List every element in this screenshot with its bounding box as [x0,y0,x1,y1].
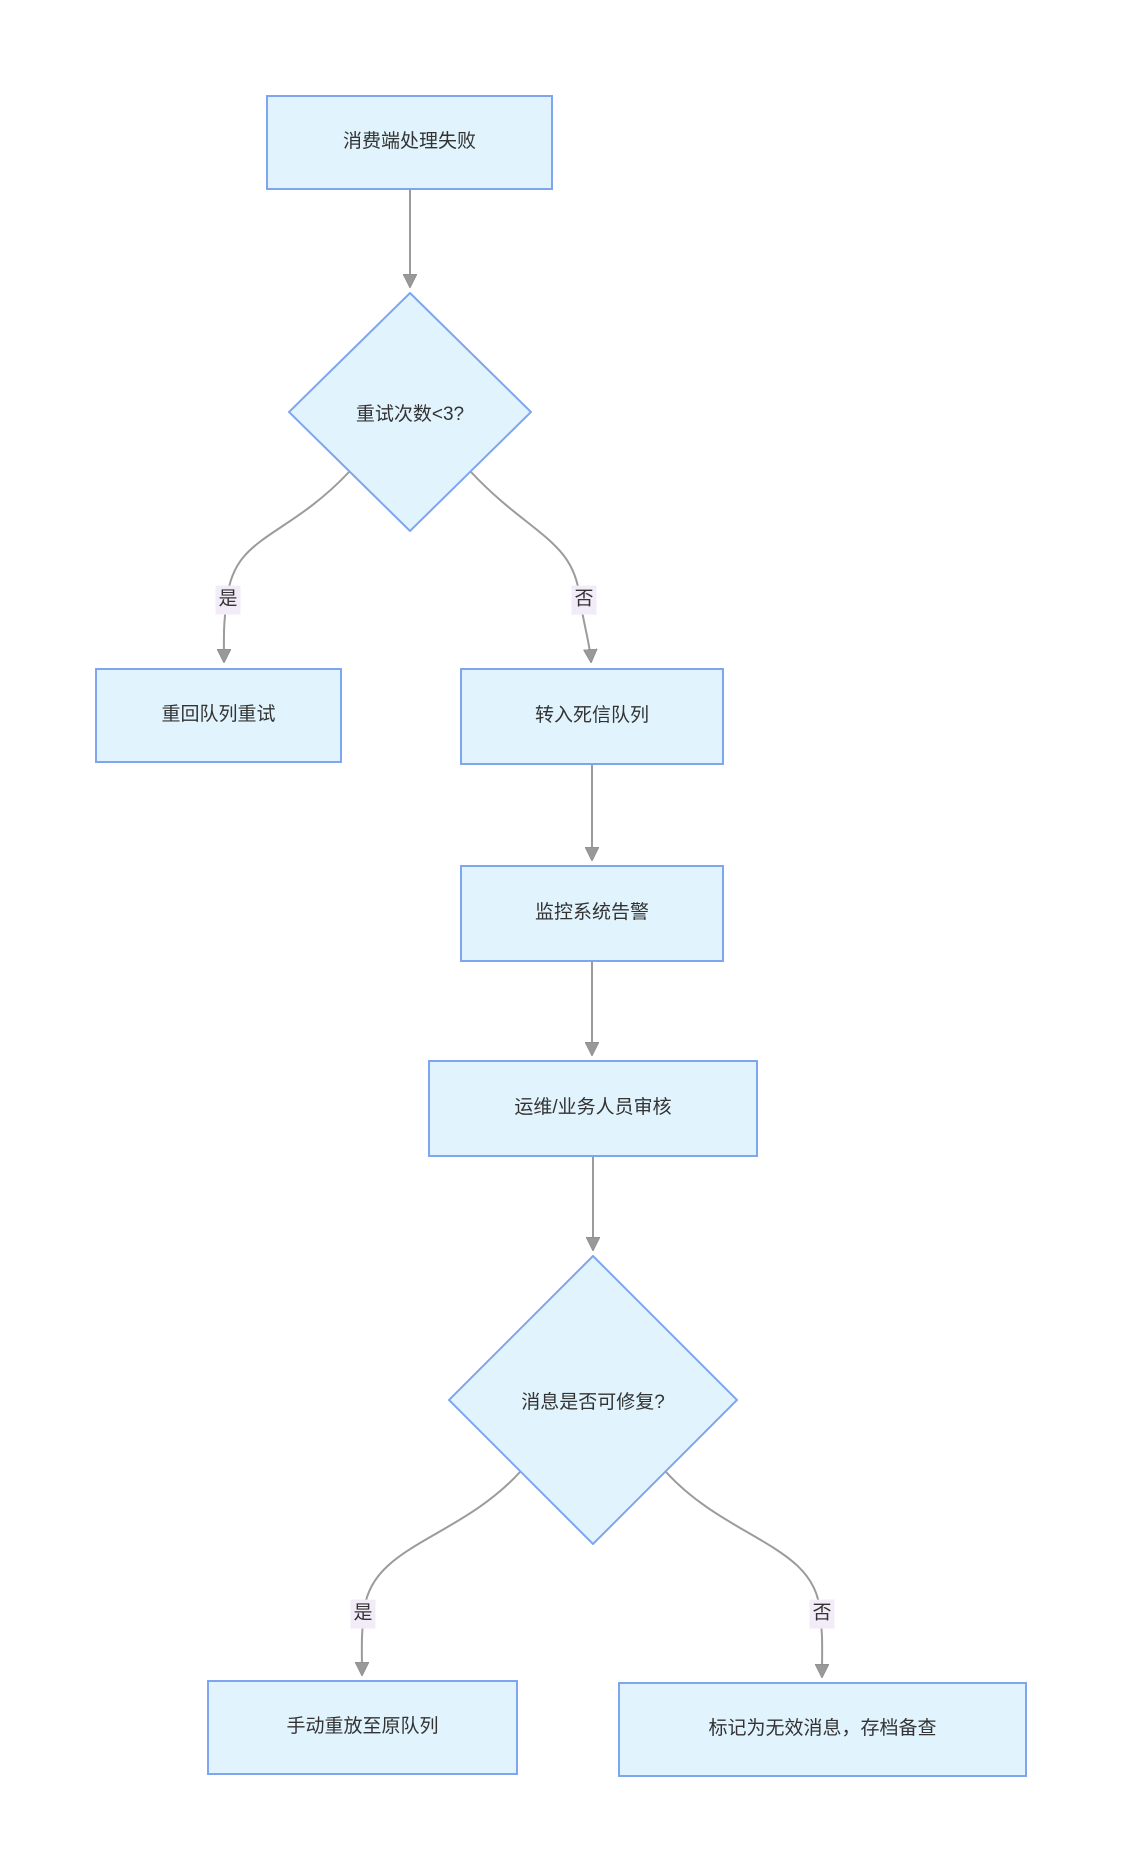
node-requeue-retry: 重回队列重试 [95,668,342,763]
node-monitor-alert: 监控系统告警 [460,865,724,962]
decision-message-repairable: 消息是否可修复? [448,1255,738,1545]
node-monitor-alert-label: 监控系统告警 [534,902,649,924]
diamond-shape [448,1255,738,1545]
node-manual-replay-label: 手动重放至原队列 [286,1716,439,1738]
node-dead-letter-queue-label: 转入死信队列 [534,705,649,727]
edge-label-yes-1: 是 [215,585,241,615]
edge-label-no-2: 否 [809,1599,835,1629]
decision-retry-count-label: 重试次数<3? [355,403,465,425]
node-consumer-failure-label: 消费端处理失败 [342,131,476,153]
node-requeue-retry-label: 重回队列重试 [161,704,276,726]
edge-g-h-yes [362,1471,521,1674]
node-consumer-failure: 消费端处理失败 [266,95,553,190]
node-ops-review: 运维/业务人员审核 [428,1060,758,1157]
decision-message-repairable-label: 消息是否可修复? [521,1391,665,1413]
node-mark-invalid-archive-label: 标记为无效消息，存档备查 [708,1718,937,1740]
edge-label-yes-2: 是 [350,1599,376,1629]
node-dead-letter-queue: 转入死信队列 [460,668,724,765]
node-ops-review-label: 运维/业务人员审核 [514,1097,672,1119]
node-mark-invalid-archive: 标记为无效消息，存档备查 [618,1682,1027,1777]
edge-g-i-no [665,1471,822,1676]
edge-b-d-no [470,471,591,661]
node-manual-replay: 手动重放至原队列 [207,1680,518,1775]
edge-b-c-yes [224,471,350,661]
diamond-shape [288,292,532,532]
edge-label-no-1: 否 [571,585,597,615]
decision-retry-count: 重试次数<3? [288,292,532,532]
